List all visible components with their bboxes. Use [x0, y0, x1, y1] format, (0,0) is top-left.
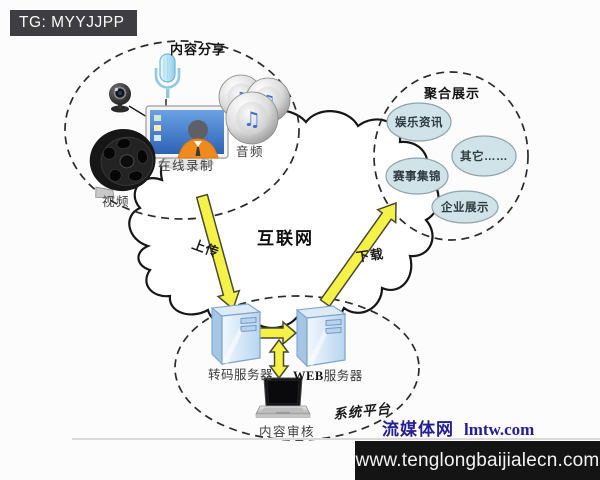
- bubble-event-highlights: 赛事集锦: [393, 171, 441, 183]
- bubble-other: 其它……: [460, 151, 508, 163]
- upload-arrow-icon: [195, 193, 241, 311]
- online-recording-label: 在线录制: [158, 159, 215, 173]
- bubble-entertainment-news: 娱乐资讯: [395, 117, 443, 129]
- internet-label: 互联网: [257, 229, 314, 248]
- web-server-label-cn: 服务器: [323, 369, 363, 383]
- footer-url-text: www.tenglongbaijialecn.com: [355, 449, 600, 471]
- brand-domain: lmtw.com: [464, 420, 535, 439]
- bubble-enterprise-display: 企业展示: [441, 202, 489, 214]
- brand-name: 流媒体网: [382, 420, 454, 439]
- footer-divider: [72, 438, 600, 440]
- footer-brand: 流媒体网 lmtw.com: [382, 415, 534, 440]
- video-label: 视频: [102, 195, 131, 209]
- platform-zone: [174, 295, 420, 441]
- audio-discs-icon: ♫ ♫ ♫: [218, 74, 291, 145]
- footer-url-bar: www.tenglongbaijialecn.com: [355, 441, 600, 480]
- aggregate-title: 聚合展示: [424, 86, 481, 101]
- content-share-title: 内容分享: [170, 42, 227, 57]
- monitor-avatar-icon: [145, 105, 229, 170]
- audio-label: 音频: [236, 145, 265, 159]
- laptop-icon: [255, 377, 311, 418]
- aggregate-bubbles: [385, 102, 517, 224]
- content-share-zone: [64, 40, 300, 220]
- download-label: 下载: [355, 246, 386, 265]
- aggregate-zone: [373, 71, 529, 241]
- watermark-top-bar: TG: MYYJJPP: [10, 10, 137, 36]
- transfer-arrow-icon: [258, 320, 298, 346]
- webcam-icon: [109, 83, 131, 113]
- content-review-label: 内容审核: [259, 425, 316, 439]
- transcode-server-label: 转码服务器: [208, 368, 274, 382]
- web-server-icon: [296, 305, 346, 367]
- download-arrow-icon: [319, 201, 397, 308]
- film-reel-icon: [89, 128, 156, 199]
- svg-text:♫: ♫: [243, 107, 261, 131]
- transcode-server-icon: [211, 303, 261, 365]
- web-server-label: WEB服务器: [293, 365, 363, 384]
- web-server-label-en: WEB: [293, 369, 324, 383]
- microphone-icon: [154, 53, 181, 98]
